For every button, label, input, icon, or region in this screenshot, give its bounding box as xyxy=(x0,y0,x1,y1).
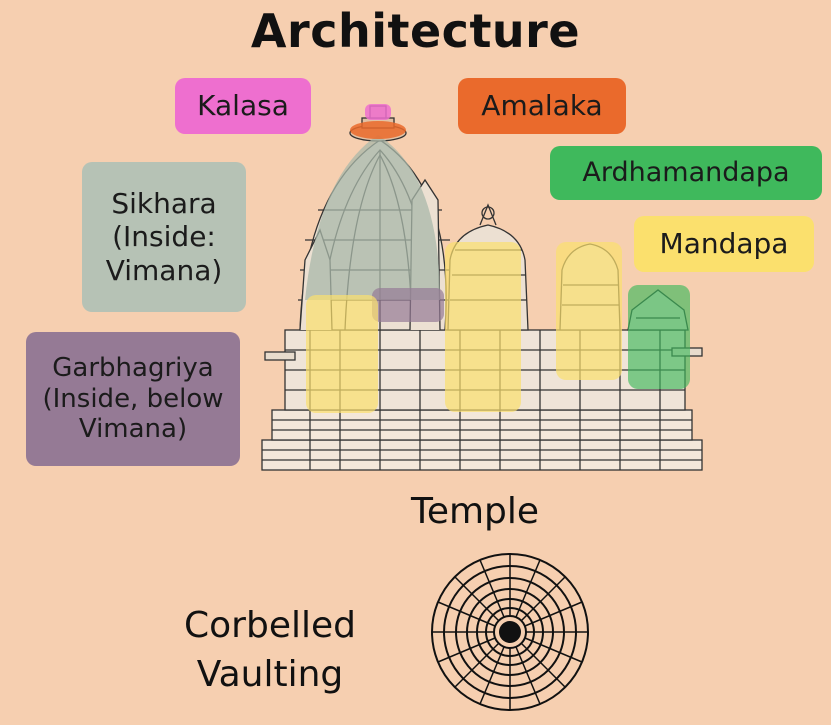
corbelled-vault-illustration xyxy=(431,553,589,711)
label-ardhamandapa: Ardhamandapa xyxy=(550,146,822,200)
label-amalaka: Amalaka xyxy=(458,78,626,134)
label-garbhagriya: Garbhagriya (Inside, below Vimana) xyxy=(26,332,240,466)
caption-corbelled-vaulting: Corbelled Vaulting xyxy=(184,605,356,695)
caption-temple: Temple xyxy=(410,491,540,532)
label-mandapa: Mandapa xyxy=(634,216,814,272)
label-kalasa: Kalasa xyxy=(175,78,311,134)
temple-illustration xyxy=(261,104,703,471)
page-title: Architecture xyxy=(250,4,581,58)
label-sikhara: Sikhara (Inside: Vimana) xyxy=(82,162,246,312)
